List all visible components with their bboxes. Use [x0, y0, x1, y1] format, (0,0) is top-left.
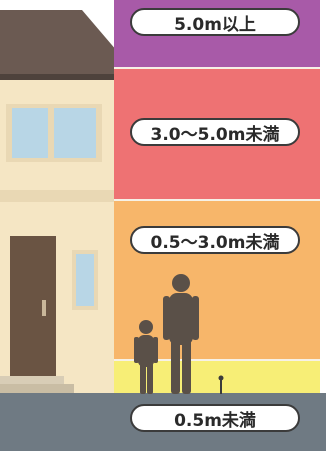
upper-window-pane-left: [12, 108, 48, 158]
house-step-lower: [0, 384, 74, 394]
door-handle: [42, 300, 46, 316]
band-divider: [114, 67, 320, 69]
floor-divider: [0, 190, 118, 202]
lower-window-pane: [76, 254, 94, 306]
label-3-to-5m: 3.0～5.0m未満: [130, 118, 300, 146]
label-0_5-to-3m: 0.5～3.0m未満: [130, 226, 300, 254]
house-step-upper: [0, 376, 64, 384]
child-silhouette: [134, 320, 158, 394]
label-5m-plus: 5.0m以上: [130, 8, 300, 36]
band-divider: [114, 359, 320, 361]
band-divider: [114, 199, 320, 201]
house-door: [10, 236, 56, 376]
roof-edge: [0, 74, 140, 80]
depth-marker: [218, 375, 224, 394]
upper-window-pane-right: [54, 108, 96, 158]
house-roof: [0, 10, 140, 78]
label-below-0_5m: 0.5m未満: [130, 404, 300, 432]
adult-silhouette: [163, 274, 199, 394]
